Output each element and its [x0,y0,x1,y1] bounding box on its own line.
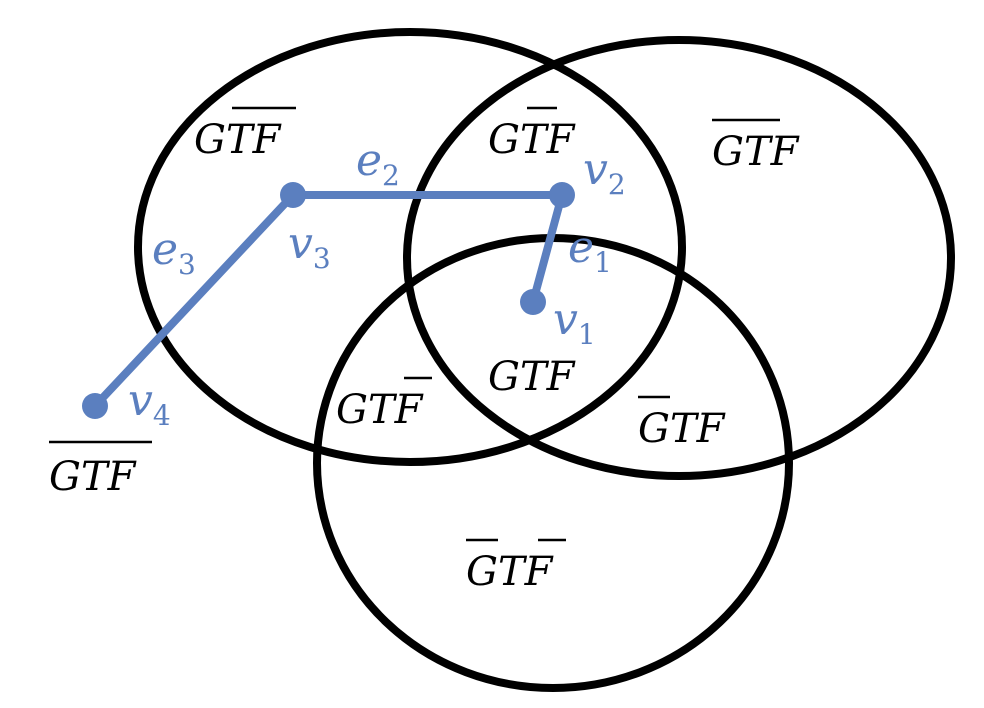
region-g-only-label: GTF [194,117,282,163]
region-t-only-label: GTF [712,129,800,175]
vertex-v2-dot [549,182,575,208]
vertex-v4-label: v4 [128,375,171,432]
vertex-v3-label: v3 [288,218,331,275]
region-t-only: GTF [712,118,800,175]
edge-e2-label: e2 [356,135,400,192]
vertex-v2-label: v2 [583,144,626,201]
circle-g [134,28,686,466]
edge-e3-label: e3 [152,224,196,281]
vertex-v4-dot [82,393,108,419]
region-gtf-label: GTF [488,354,576,400]
path [91,191,566,410]
region-g-only: GTF [194,106,296,163]
region-f-only: GTF [466,538,566,595]
edge-e1-label: e1 [568,222,612,279]
region-gt-label: GTF [488,117,576,163]
region-gf: GTF [336,376,432,433]
region-gf-label: GTF [336,387,424,433]
vertex-v1-dot [520,289,546,315]
region-outside: GTF [49,440,152,500]
edge-e1-line [529,191,566,306]
edge-e3-line [91,191,297,410]
vertex-v3-dot [280,182,306,208]
circle-t [403,36,955,480]
region-f-only-label: GTF [466,549,554,595]
region-tf-label: GTF [638,406,726,452]
region-gt: GTF [488,106,576,163]
region-gtf: GTF [488,354,576,400]
region-tf: GTF [638,395,726,452]
region-outside-label: GTF [49,454,137,500]
vertex-v1-label: v1 [553,294,596,351]
